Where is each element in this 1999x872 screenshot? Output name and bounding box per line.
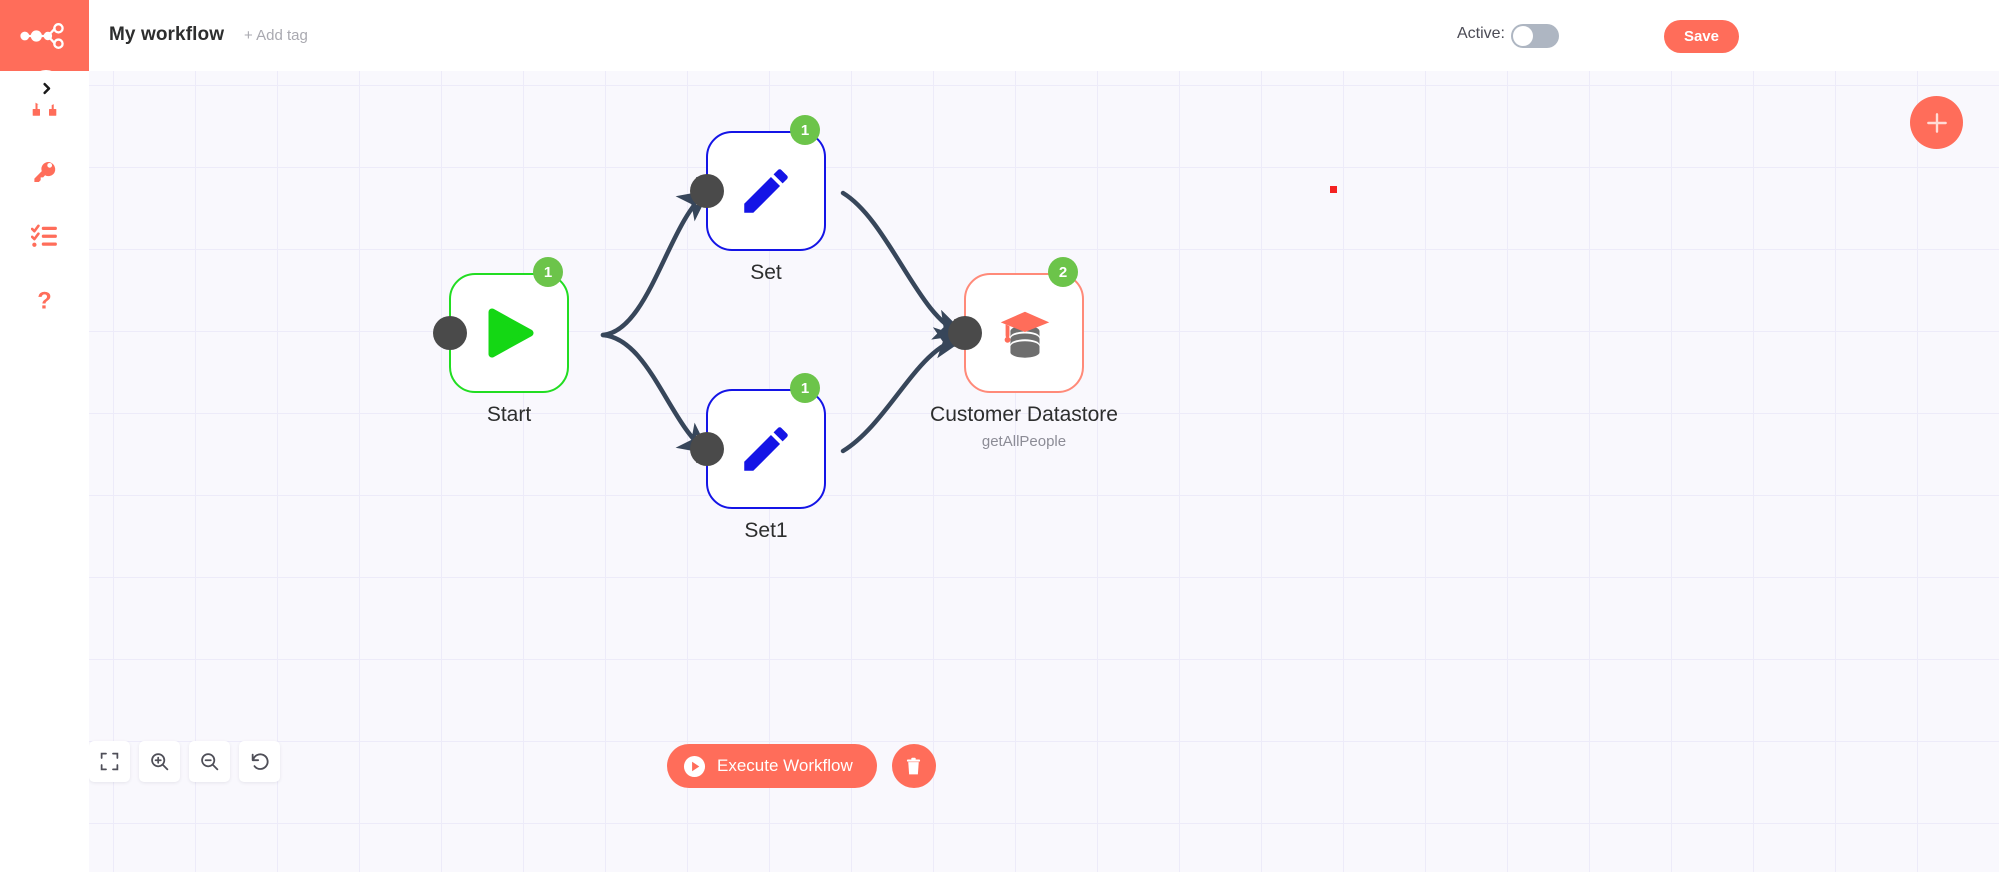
play-circle-icon [683,755,706,777]
node-start-badge: 1 [533,257,563,287]
zoom-controls [89,741,280,782]
pencil-icon [706,389,826,509]
workflow-title[interactable]: My workflow [109,24,225,45]
magnifier-minus-icon [201,753,219,771]
node-set1-output-port[interactable] [690,432,724,466]
n8n-logo-icon[interactable] [0,0,89,71]
workflow-header: My workflow + Add tag Active: Save [89,0,1999,71]
node-customer-datastore-output-port[interactable] [948,316,982,350]
execute-workflow-button[interactable]: Execute Workflow [667,744,877,788]
edge-set-to-customer-datastore [840,190,966,340]
edge-start-to-set1 [600,332,711,455]
node-customer-datastore-badge: 2 [1048,257,1078,287]
reset-zoom-button[interactable] [239,741,280,782]
sidebar-collapse-button[interactable] [28,70,64,106]
edge-start-to-set [600,189,711,338]
play-triangle-icon [449,273,569,393]
trash-icon [907,757,921,774]
node-set1-badge: 1 [790,373,820,403]
connection-layer [600,189,967,455]
node-start-output-port[interactable] [433,316,467,350]
add-tag-button[interactable]: + Add tag [244,27,308,44]
node-set-label: Set [750,261,782,284]
workflow-canvas[interactable]: 1 Start 1 Set [89,71,1999,872]
undo-arrow-icon [251,752,269,770]
zoom-in-button[interactable] [139,741,180,782]
active-toggle[interactable] [1511,24,1559,48]
key-icon [34,161,56,182]
active-label: Active: [1456,25,1505,42]
edge-set1-to-customer-datastore [840,327,967,454]
node-set1-label: Set1 [744,519,788,542]
sidebar-item-help[interactable]: ? [0,278,89,322]
sidebar-item-executions[interactable] [0,213,89,257]
node-start-label: Start [486,403,532,426]
magnifier-plus-icon [151,753,169,771]
question-mark-icon: ? [37,288,51,314]
zoom-to-fit-button[interactable] [89,741,130,782]
chevron-right-icon [42,82,50,94]
fullscreen-icon [100,752,119,771]
sidebar-item-credentials[interactable] [0,148,89,192]
svg-text:?: ? [37,288,51,314]
active-toggle-knob [1513,26,1533,46]
execute-workflow-label: Execute Workflow [717,756,853,775]
checklist-icon [31,224,57,247]
delete-button[interactable] [891,744,936,788]
save-button[interactable]: Save [1663,20,1739,53]
plus-icon [1926,112,1947,133]
node-customer-datastore-label: Customer Datastore [930,403,1118,426]
zoom-out-button[interactable] [189,741,230,782]
node-customer-datastore-sublabel: getAllPeople [981,433,1067,450]
node-set-badge: 1 [790,115,820,145]
sidebar: ? [0,0,89,872]
node-set-output-port[interactable] [690,174,724,208]
run-bar: Execute Workflow [667,744,936,788]
graduation-database-icon [964,273,1084,393]
pencil-icon [706,131,826,251]
red-marker-dot [1330,186,1337,193]
add-node-button[interactable] [1910,96,1963,149]
